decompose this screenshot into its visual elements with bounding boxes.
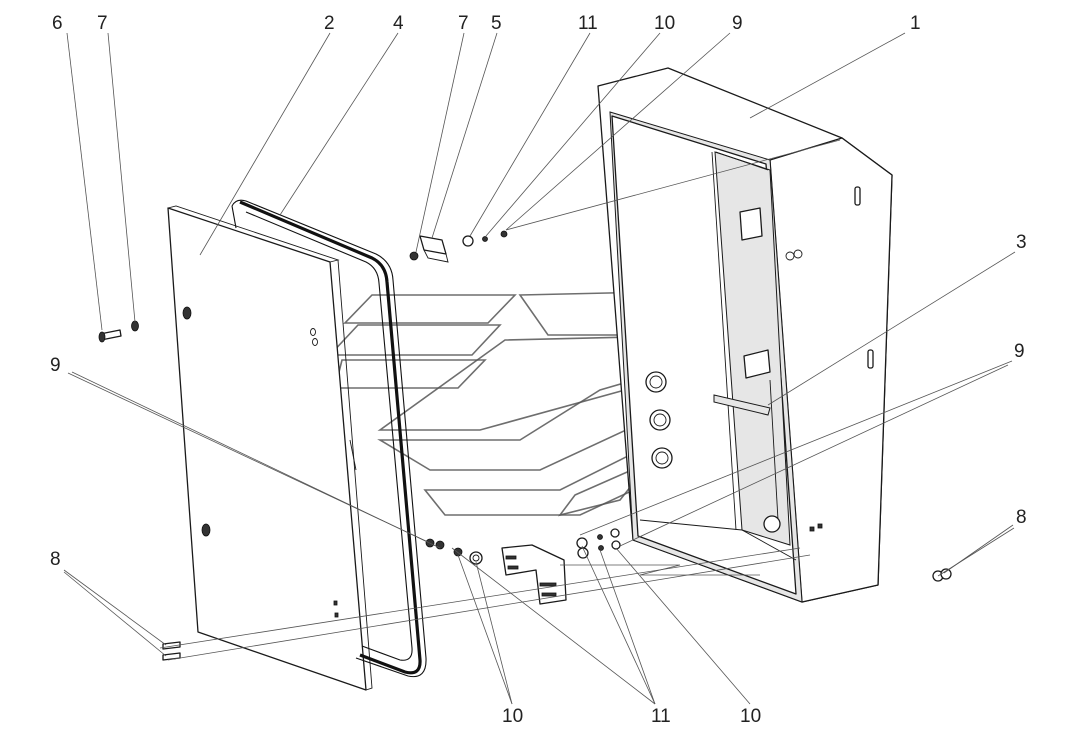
callout-label: 11	[578, 13, 598, 34]
leader-lines	[63, 32, 1016, 705]
callout-label: 7	[97, 13, 108, 34]
callout-label: 9	[732, 13, 743, 34]
callout-label: 10	[740, 706, 761, 727]
door-gasket-frame	[231, 199, 427, 678]
callout-label: 9	[50, 355, 61, 376]
door-panel	[167, 205, 373, 691]
callout-label: 11	[651, 706, 671, 727]
callout-label: 2	[324, 13, 335, 34]
callout-labels: 6 7 2 4 7 5 11 10 9 1 3 9 9 8 8 10 11 10	[50, 13, 1027, 727]
callout-label: 10	[654, 13, 675, 34]
hinge-bracket	[501, 544, 567, 605]
callout-label: 3	[1016, 232, 1027, 253]
enclosure-box	[597, 67, 893, 603]
callout-label: 10	[502, 706, 523, 727]
callout-label: 7	[458, 13, 469, 34]
callout-label: 4	[393, 13, 404, 34]
callout-label: 9	[1014, 341, 1025, 362]
callout-label: 8	[50, 549, 61, 570]
callout-label: 6	[52, 13, 63, 34]
fasteners	[98, 230, 952, 661]
callout-label: 8	[1016, 507, 1027, 528]
small-bracket	[419, 235, 449, 263]
callout-label: 5	[491, 13, 502, 34]
callout-label: 1	[910, 13, 921, 34]
